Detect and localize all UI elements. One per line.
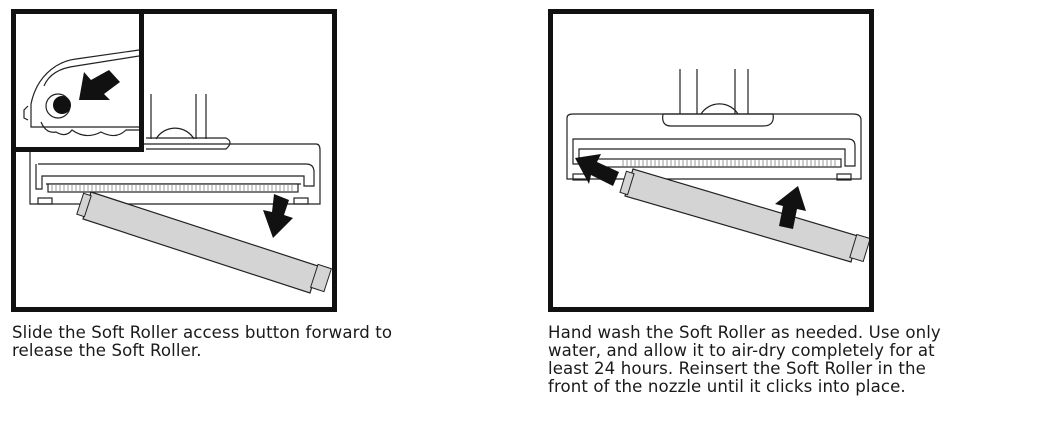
access-button [53, 96, 71, 114]
up-left-arrow-icon [575, 154, 619, 186]
inset-detail-access-button [16, 14, 144, 152]
step-1-caption: Slide the Soft Roller access button forw… [12, 323, 393, 360]
inset-button-arrow-icon [79, 70, 120, 100]
down-right-arrow-icon [263, 194, 293, 238]
soft-roller [619, 168, 869, 263]
step-2-caption: Hand wash the Soft Roller as needed. Use… [548, 323, 941, 396]
step-2-illustration [548, 9, 874, 312]
soft-roller [76, 191, 332, 294]
up-arrow-icon [775, 186, 806, 229]
step-1-illustration [11, 9, 337, 312]
access-button-closeup [23, 49, 139, 137]
nozzle-roller-reinsert-drawing [566, 69, 869, 263]
nozzle-roller-removal-drawing [29, 94, 332, 294]
